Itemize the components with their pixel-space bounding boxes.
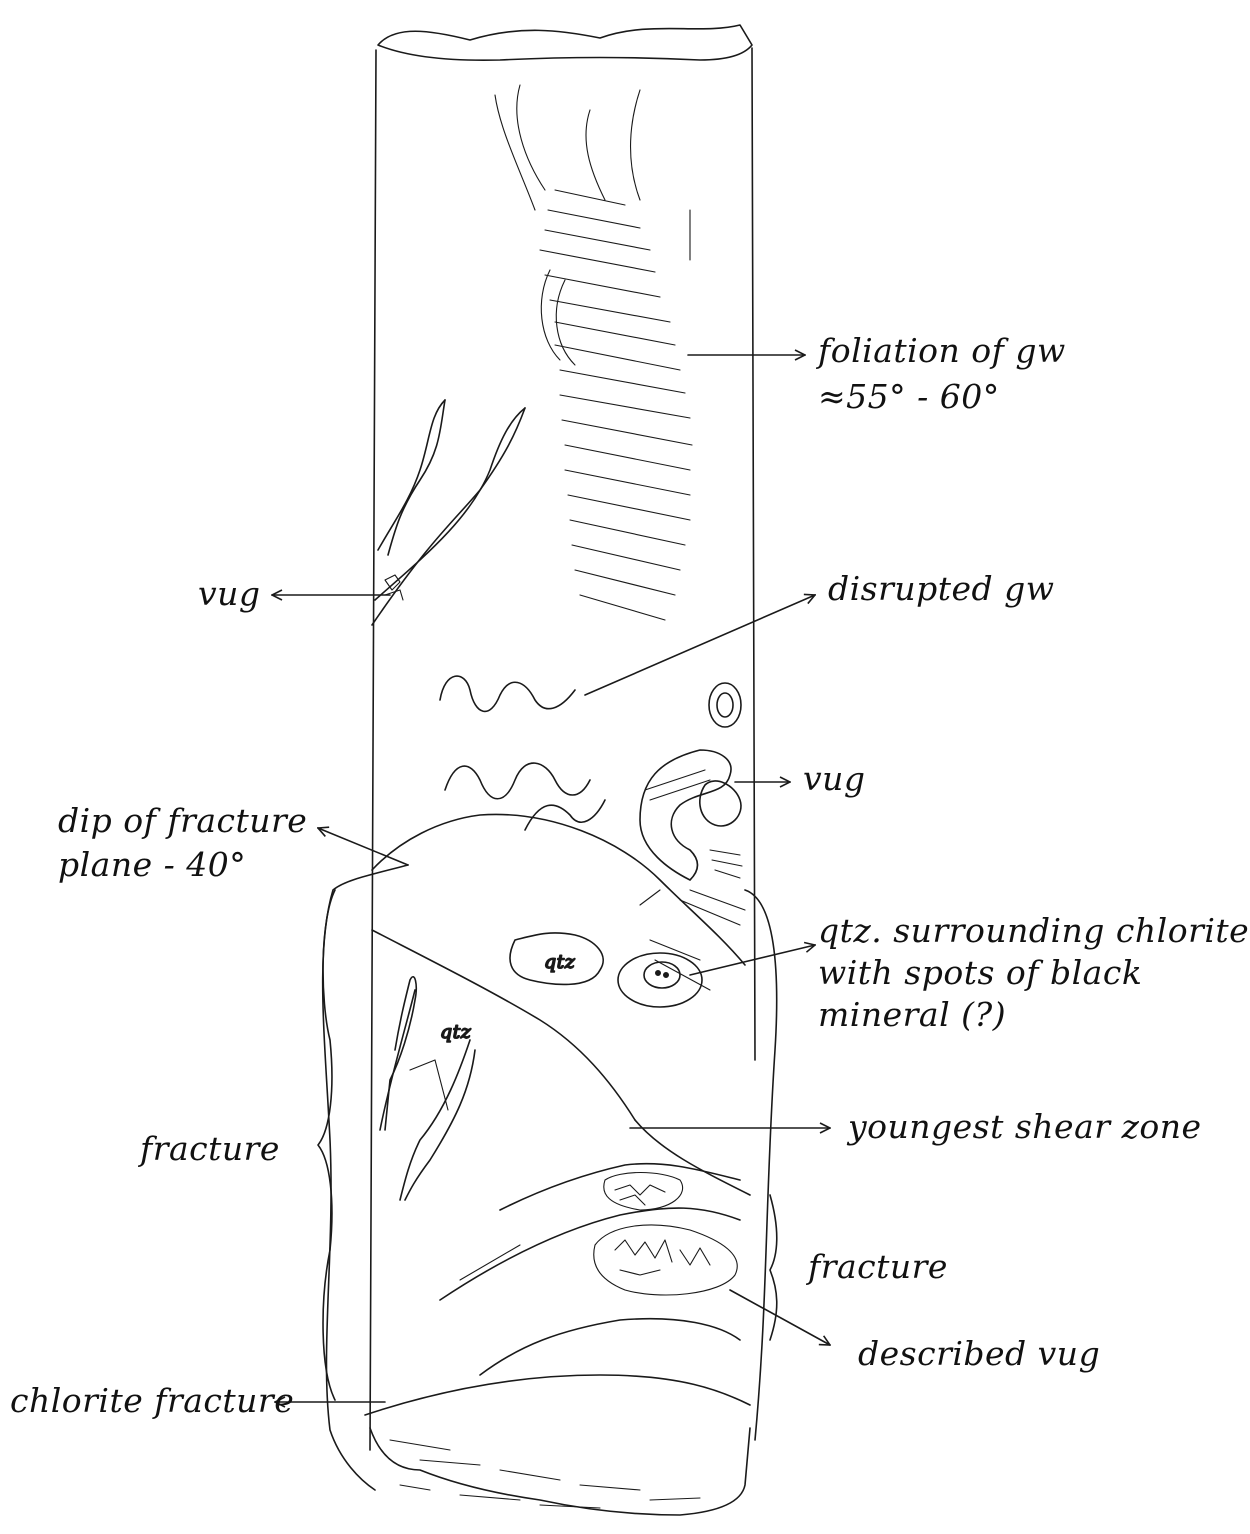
label-disrupted: disrupted gw — [828, 569, 1055, 608]
vug-right — [640, 683, 745, 925]
label-qtz-spots: with spots of black — [818, 953, 1142, 992]
qtz-blob-label: qtz — [544, 951, 576, 973]
label-described-vug: described vug — [858, 1334, 1100, 1373]
label-qtz-surrounding: qtz. surrounding chlorite — [818, 911, 1249, 950]
label-fracture-left: fracture — [137, 1129, 280, 1168]
vug-vein-left — [372, 400, 525, 625]
core-outline — [323, 25, 777, 1515]
bottom-rubble — [390, 1440, 700, 1508]
label-vug-left: vug — [198, 574, 261, 613]
label-vug-right: vug — [803, 759, 866, 798]
label-youngest-shear: youngest shear zone — [846, 1107, 1202, 1146]
label-dip-fracture: dip of fracture — [58, 801, 307, 840]
chlorite-nodule — [618, 953, 702, 1007]
label-foliation-angle: ≈55° - 60° — [818, 377, 1000, 416]
label-qtz-mineral: mineral (?) — [818, 995, 1006, 1034]
qtz-vein-label: qtz — [440, 1021, 472, 1043]
disrupted-squiggles — [440, 676, 605, 830]
label-chlorite-fracture: chlorite fracture — [10, 1381, 294, 1420]
qtz-veins: qtz — [380, 977, 475, 1200]
foliation-lines — [495, 85, 692, 620]
label-dip-plane: plane - 40° — [58, 845, 246, 884]
vug-texture — [594, 1173, 737, 1296]
qtz-blob: qtz — [510, 933, 603, 985]
label-foliation: foliation of gw — [815, 331, 1066, 370]
label-fracture-right: fracture — [805, 1247, 948, 1286]
labels: foliation of gw ≈55° - 60° vug disrupted… — [10, 331, 1249, 1420]
